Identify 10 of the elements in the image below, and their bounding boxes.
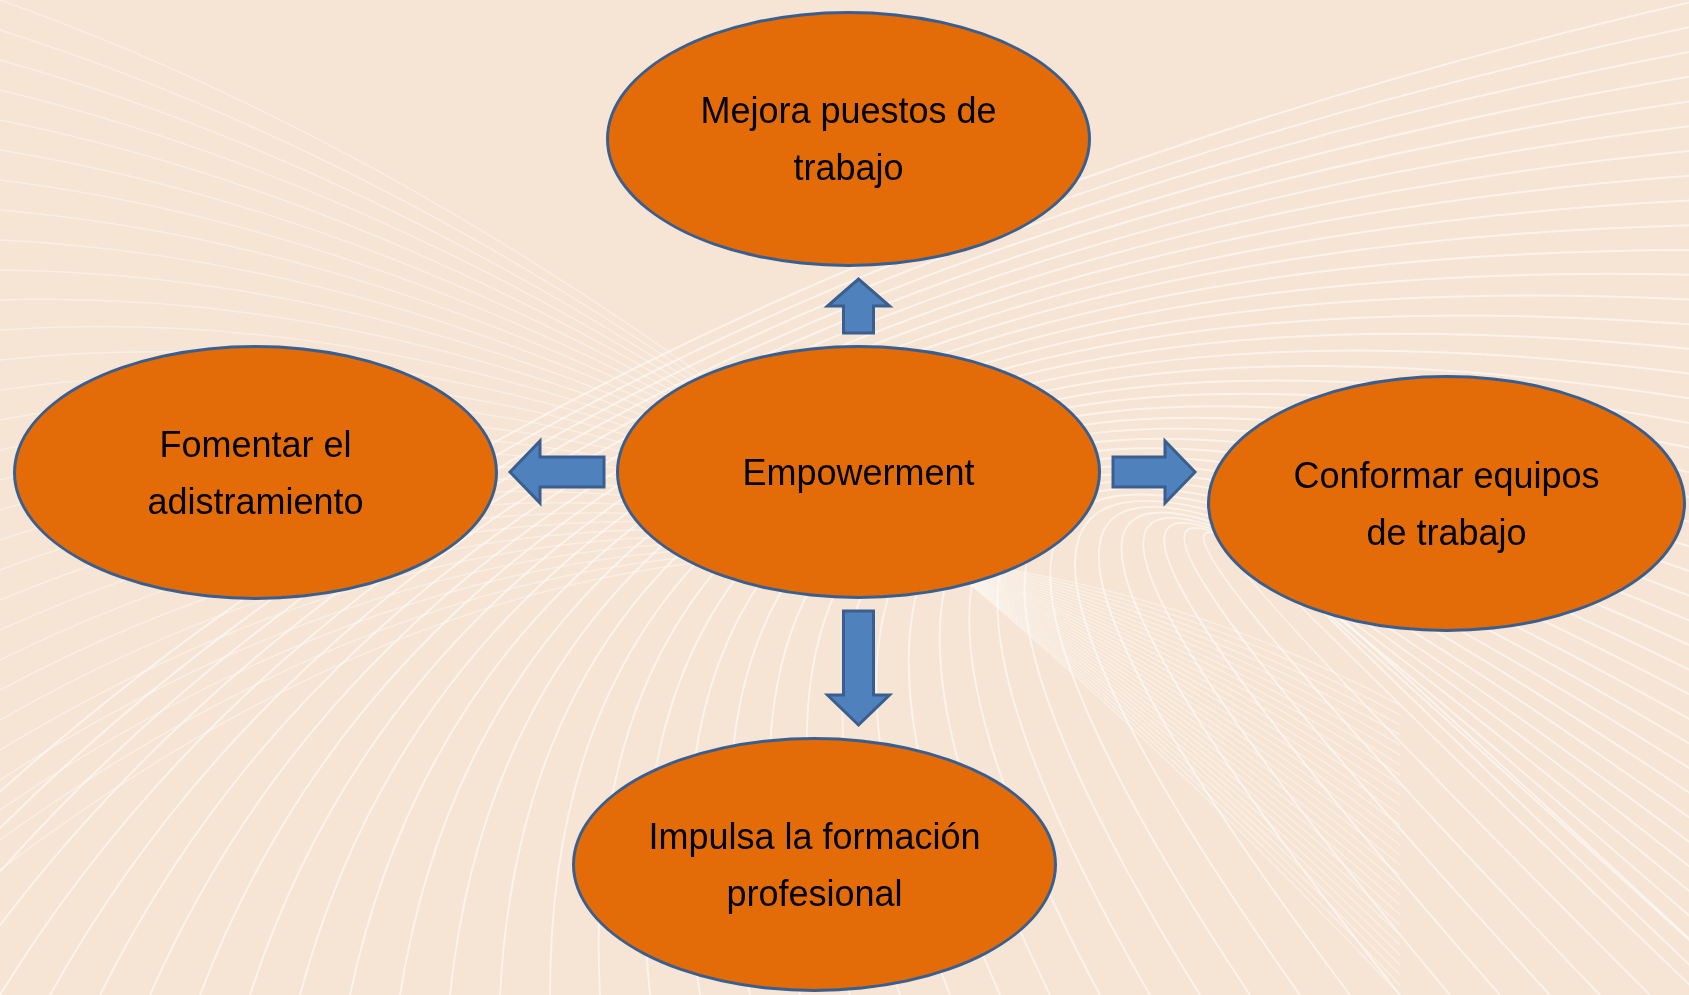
- block-arrow: [823, 277, 894, 335]
- block-arrow: [823, 609, 894, 728]
- node-label: Conformar equipos de trabajo: [1292, 453, 1601, 555]
- block-arrow: [507, 437, 606, 507]
- node-label: Mejora puestos de trabajo: [699, 89, 998, 190]
- node-label: Fomentar el adistramiento: [146, 422, 365, 524]
- node-label: Empowerment: [742, 450, 975, 495]
- ellipse-node: [616, 345, 1101, 599]
- node-label: Impulsa la formación profesional: [647, 814, 982, 916]
- block-arrow: [1111, 437, 1198, 507]
